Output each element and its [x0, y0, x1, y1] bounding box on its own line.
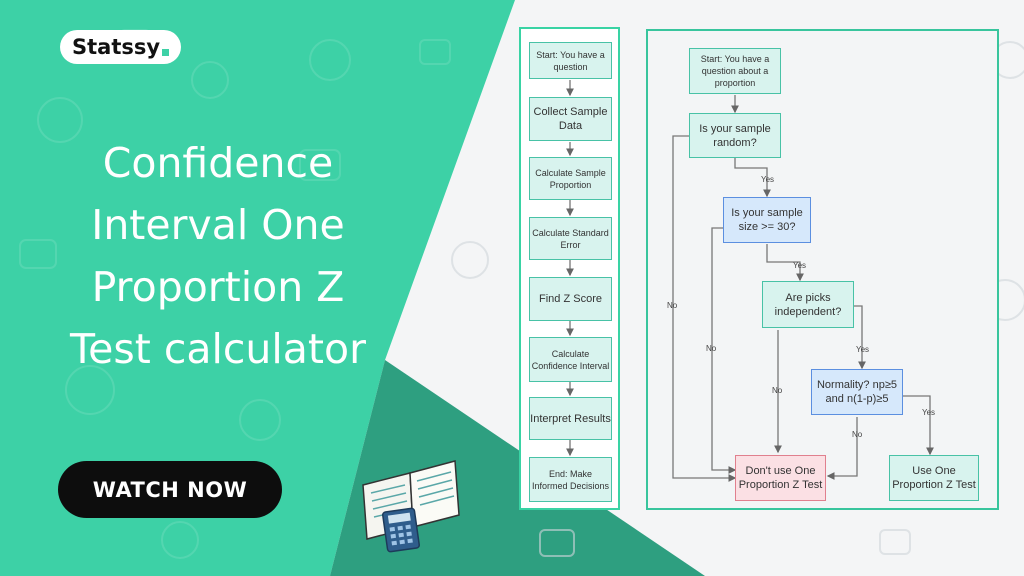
title-line: Proportion Z: [91, 263, 345, 311]
title-line: Test calculator: [70, 325, 366, 373]
no-label: No: [772, 386, 783, 395]
flow-start: Start: You have a question about a propo…: [689, 48, 781, 94]
decision-flowchart: [646, 29, 999, 510]
yes-label: Yes: [761, 175, 775, 184]
no-label: No: [667, 301, 678, 310]
book-calculator-icon: [362, 460, 460, 553]
brand-logo[interactable]: Statssy: [60, 30, 182, 64]
page-title: Confidence Interval One Proportion Z Tes…: [18, 132, 418, 380]
title-line: Interval One: [91, 201, 345, 249]
yes-label: Yes: [793, 261, 807, 270]
flow-step: Interpret Results: [529, 397, 612, 440]
decision-normality: Normality? np≥5 and n(1-p)≥5: [811, 369, 903, 415]
yes-label: Yes: [922, 408, 936, 417]
flow-step: End: Make Informed Decisions: [529, 457, 612, 502]
decision-independent: Are picks independent?: [762, 281, 854, 328]
flow-step: Collect Sample Data: [529, 97, 612, 141]
result-use: Use One Proportion Z Test: [889, 455, 979, 501]
result-dont-use: Don't use One Proportion Z Test: [735, 455, 826, 501]
flow-step: Start: You have a question: [529, 42, 612, 79]
yes-label: Yes: [856, 345, 870, 354]
flow-step: Calculate Sample Proportion: [529, 157, 612, 200]
brand-name: Statssy: [72, 35, 161, 59]
watch-now-button[interactable]: WATCH NOW: [58, 461, 282, 518]
flow-step: Calculate Standard Error: [529, 217, 612, 260]
flow-step: Find Z Score: [529, 277, 612, 321]
decision-sample-size: Is your sample size >= 30?: [723, 197, 811, 243]
no-label: No: [706, 344, 717, 353]
logo-dot: [162, 48, 170, 56]
title-line: Confidence: [102, 139, 334, 187]
decision-random: Is your sample random?: [689, 113, 781, 158]
no-label: No: [852, 430, 863, 439]
flow-step: Calculate Confidence Interval: [529, 337, 612, 382]
